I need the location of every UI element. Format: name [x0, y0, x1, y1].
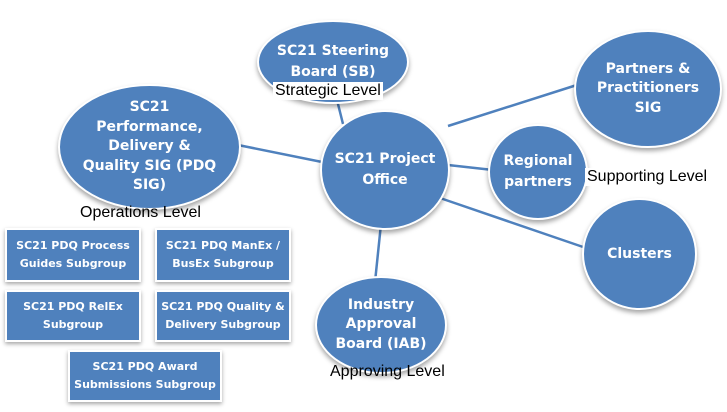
strategic-level-label: Strategic Level [273, 82, 383, 100]
regional-partners-label: Regional partners [503, 153, 573, 190]
project-office-node: SC21 Project Office [320, 110, 450, 230]
regional-partners-node: Regional partners [488, 124, 588, 220]
subgroup-manex-busex-label: SC21 PDQ ManEx / BusEx Subgroup [165, 239, 281, 270]
operations-level-label: Operations Level [80, 204, 201, 221]
approving-level-label: Approving Level [330, 363, 445, 380]
pdq-sig-node: SC21 Performance, Delivery & Quality SIG… [58, 84, 241, 210]
project-office-label: SC21 Project Office [334, 151, 436, 188]
steering-board-node: SC21 Steering Board (SB) [257, 20, 409, 104]
connector-pdq [237, 143, 323, 164]
subgroup-process-guides-label: SC21 PDQ Process Guides Subgroup [16, 239, 130, 270]
connector-steering [335, 99, 345, 125]
subgroup-manex-busex: SC21 PDQ ManEx / BusEx Subgroup [155, 228, 291, 282]
connector-iab [373, 223, 383, 283]
clusters-label: Clusters [607, 246, 672, 262]
partners-sig-node: Partners & Practitioners SIG [574, 30, 722, 148]
subgroup-relex-label: SC21 PDQ RelEx Subgroup [23, 300, 123, 331]
supporting-level-label: Supporting Level [585, 168, 710, 186]
steering-board-label: SC21 Steering Board (SB) [276, 43, 390, 80]
partners-sig-label: Partners & Practitioners SIG [596, 60, 700, 116]
connector-regional [447, 163, 494, 172]
pdq-sig-label: SC21 Performance, Delivery & Quality SIG… [82, 99, 217, 194]
subgroup-quality-delivery-label: SC21 PDQ Quality & Delivery Subgroup [161, 300, 285, 331]
subgroup-award-submissions-label: SC21 PDQ Award Submissions Subgroup [74, 360, 216, 391]
subgroup-quality-delivery: SC21 PDQ Quality & Delivery Subgroup [155, 290, 291, 342]
subgroup-award-submissions: SC21 PDQ Award Submissions Subgroup [68, 350, 222, 402]
subgroup-relex: SC21 PDQ RelEx Subgroup [5, 290, 141, 342]
connector-partners [447, 82, 581, 128]
subgroup-process-guides: SC21 PDQ Process Guides Subgroup [5, 228, 141, 282]
iab-label: Industry Approval Board (IAB) [335, 296, 427, 352]
connector-clusters [439, 196, 587, 250]
iab-node: Industry Approval Board (IAB) [315, 276, 447, 374]
clusters-node: Clusters [582, 198, 697, 310]
